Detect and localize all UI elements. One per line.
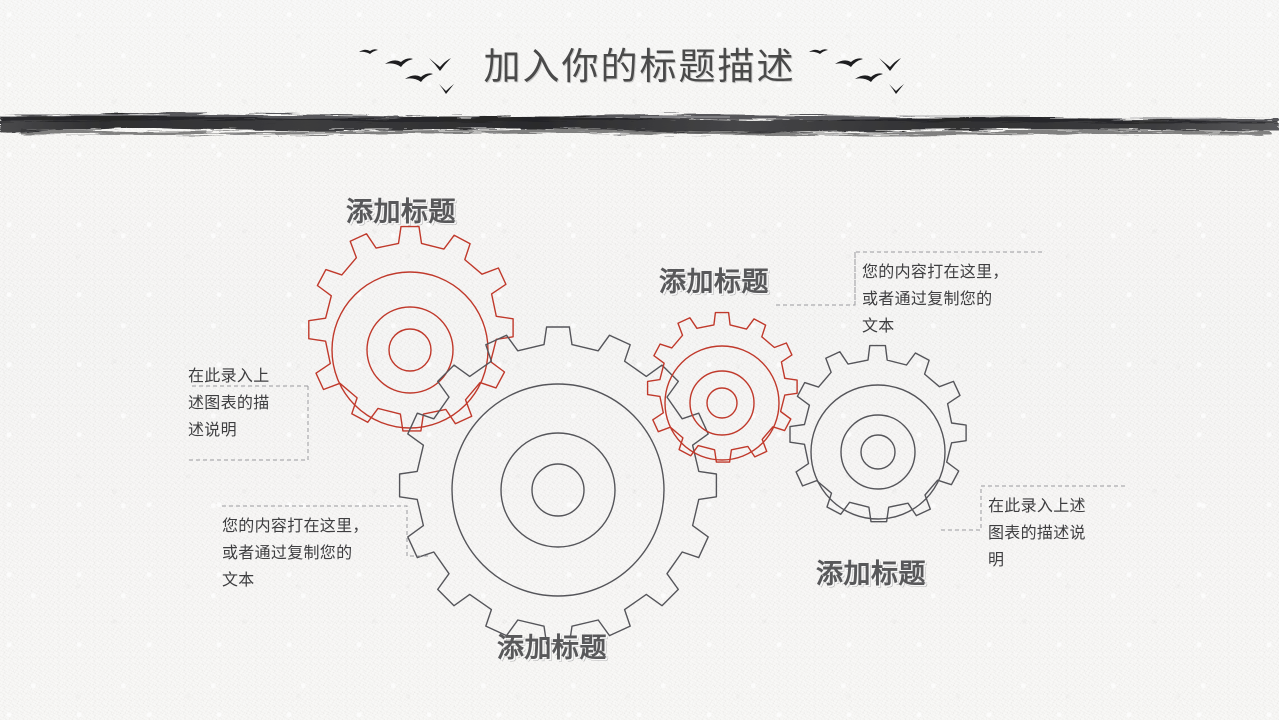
callout-1-text[interactable]: 在此录入上 述图表的描 述说明	[188, 362, 310, 443]
callout-3-line-1: 您的内容打在这里，	[862, 262, 1009, 281]
callout-2-line-2: 或者通过复制您的	[222, 543, 353, 562]
leader-line-4	[941, 485, 1126, 531]
callout-2-line-1: 您的内容打在这里，	[222, 516, 369, 535]
gear-4-shape	[789, 344, 967, 523]
gear-1-label[interactable]: 添加标题	[346, 197, 456, 228]
gear-4-label[interactable]: 添加标题	[816, 559, 926, 590]
callout-2-text[interactable]: 您的内容打在这里， 或者通过复制您的 文本	[222, 512, 390, 593]
callout-4-line-2: 图表的描述说	[988, 523, 1086, 542]
callout-4-line-1: 在此录入上述	[988, 496, 1086, 515]
callout-1-line-1: 在此录入上	[188, 366, 270, 385]
birds-flock-icon-left	[359, 49, 454, 94]
page-title: 加入你的标题描述	[483, 45, 796, 88]
callout-4-text[interactable]: 在此录入上述 图表的描述说 明	[988, 492, 1116, 573]
callout-3-line-3: 文本	[862, 316, 895, 335]
gear-2-shape	[398, 326, 718, 645]
leader-line-3	[776, 251, 1043, 306]
leader-line-1	[189, 385, 309, 461]
callout-3-line-2: 或者通过复制您的	[862, 289, 993, 308]
birds-flock-icon-right	[809, 49, 904, 94]
callout-4-line-3: 明	[988, 550, 1005, 569]
callout-3-text[interactable]: 您的内容打在这里， 或者通过复制您的 文本	[862, 258, 1034, 339]
ink-brush-stroke	[0, 113, 1279, 136]
gear-3-shape	[646, 311, 798, 463]
gear-2-label[interactable]: 添加标题	[497, 633, 607, 664]
leader-line-2	[222, 505, 430, 557]
gear-3-label[interactable]: 添加标题	[659, 267, 769, 298]
callout-1-line-2: 述图表的描	[188, 393, 270, 412]
callout-2-line-3: 文本	[222, 570, 255, 589]
callout-1-line-3: 述说明	[188, 420, 237, 439]
